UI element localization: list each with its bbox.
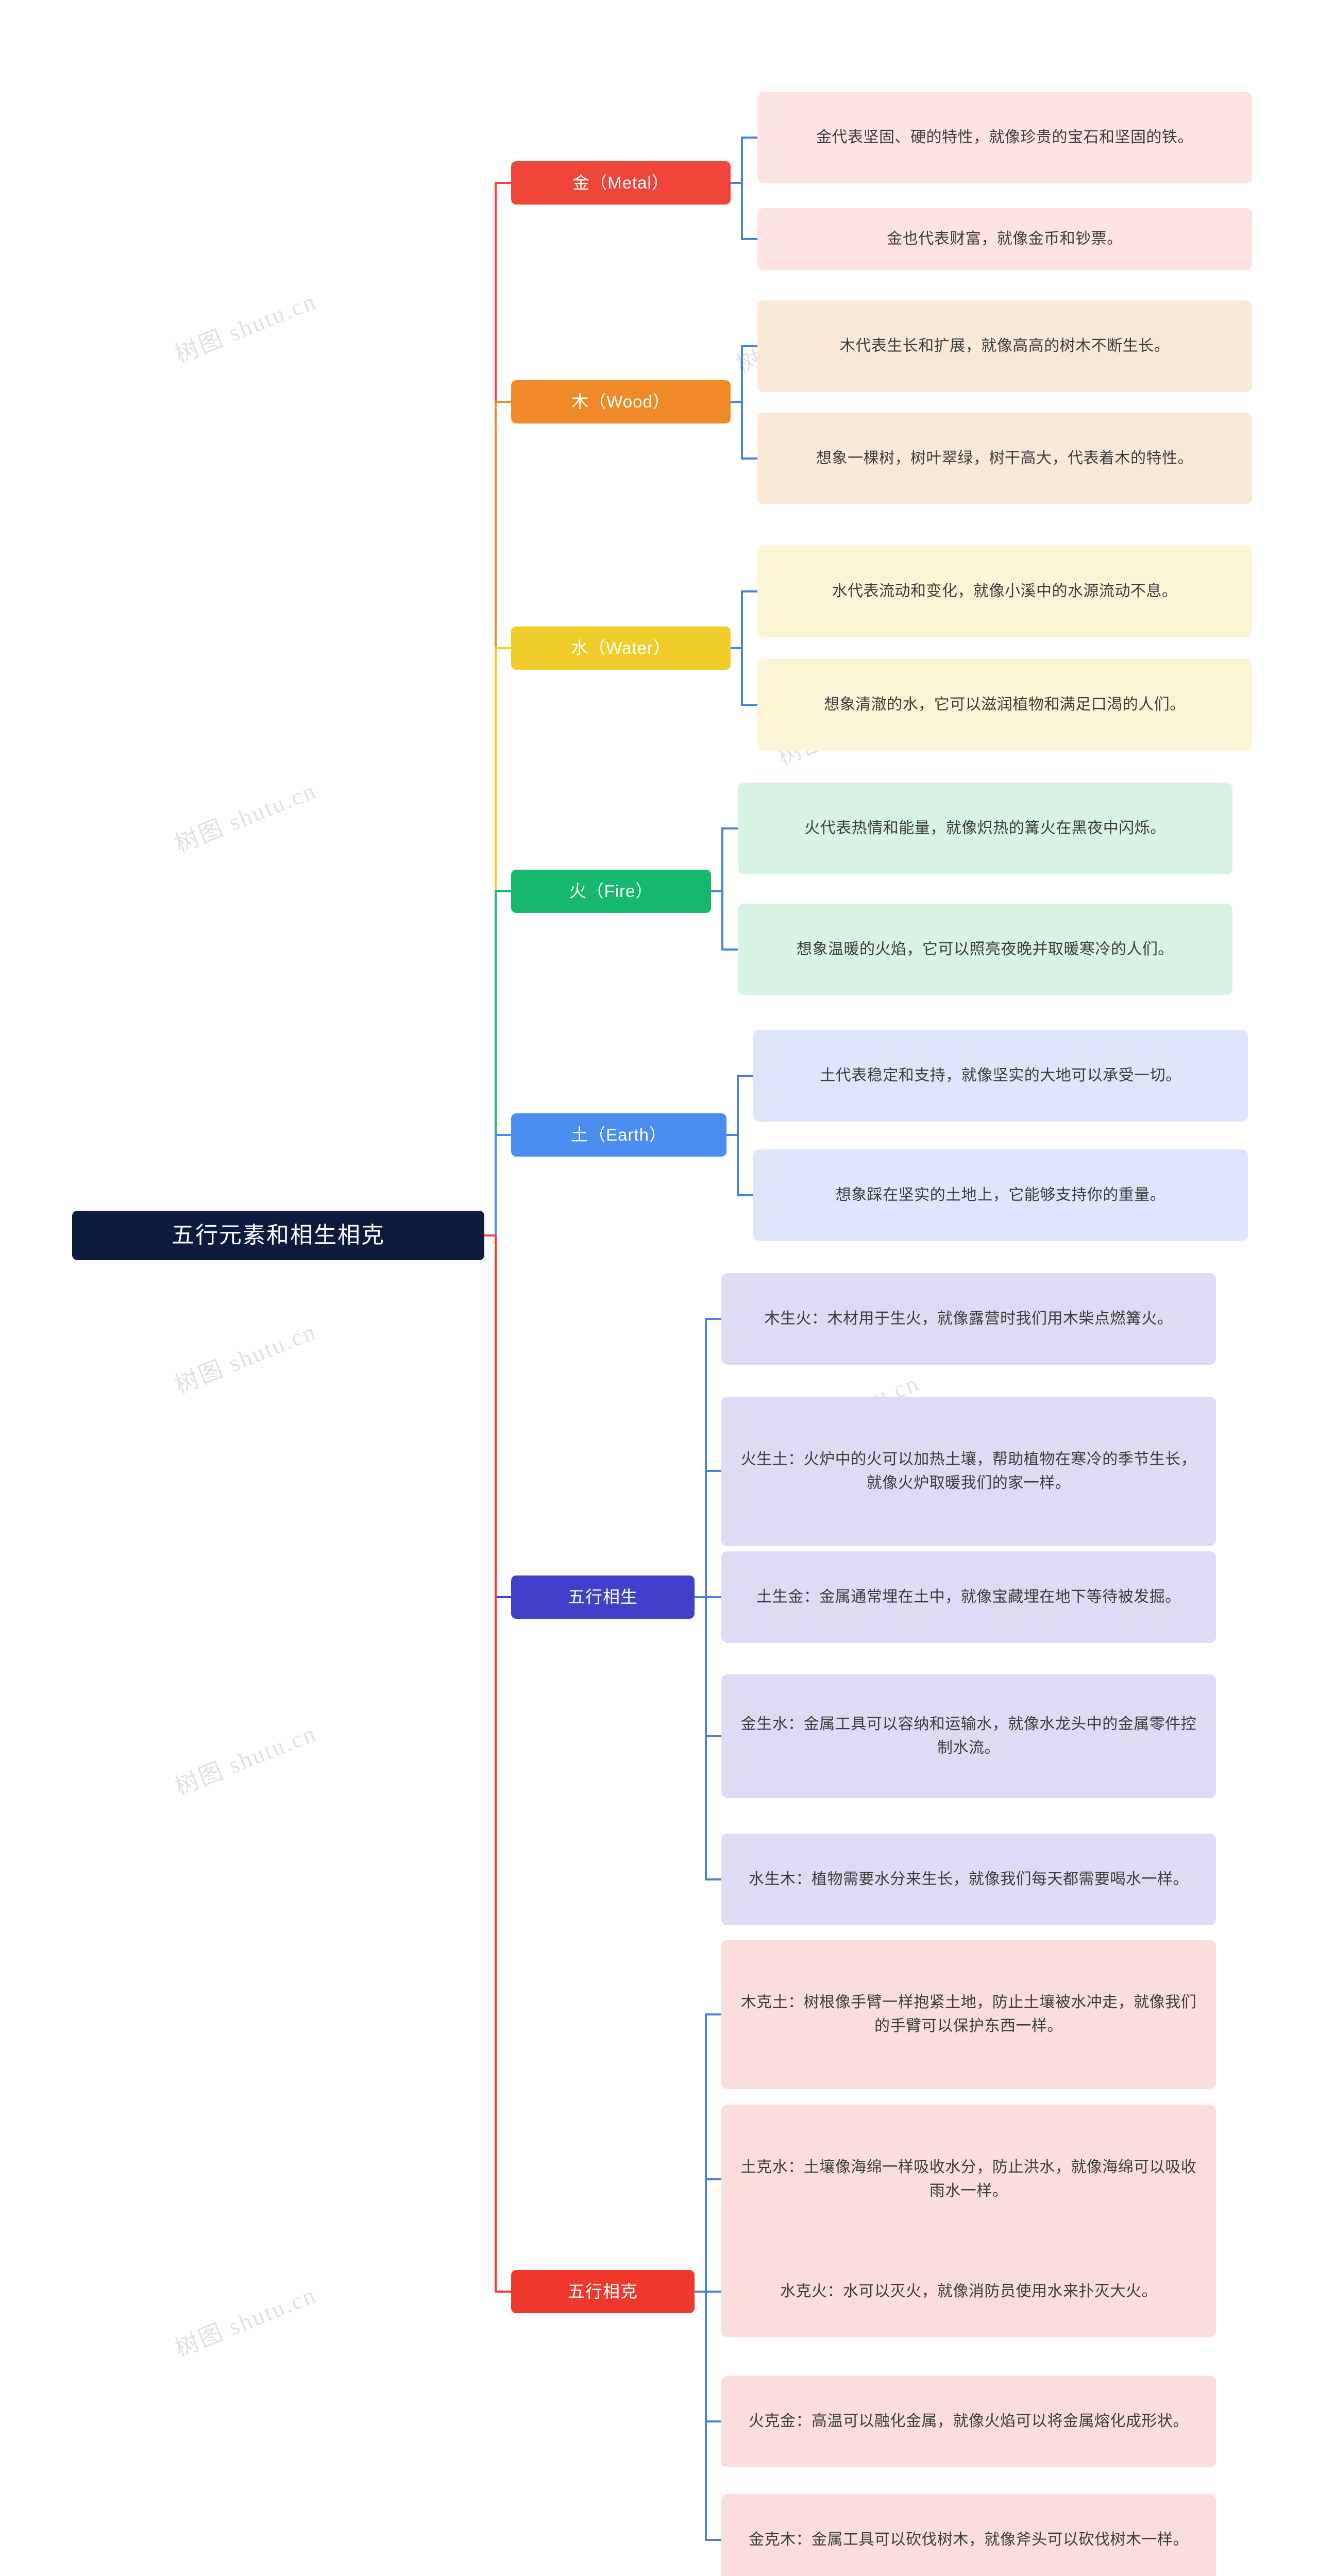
leaf-metal-1[interactable]: 金代表坚固、硬的特性，就像珍贵的宝石和坚固的铁。 [757, 92, 1252, 183]
leaf-water-2[interactable]: 想象清澈的水，它可以滋润植物和满足口渴的人们。 [757, 659, 1252, 751]
watermark: 树图 shutu.cn [171, 287, 320, 368]
leaf-ke-1[interactable]: 木克土：树根像手臂一样抱紧土地，防止土壤被水冲走，就像我们的手臂可以保护东西一样… [721, 1940, 1216, 2089]
leaf-metal-2[interactable]: 金也代表财富，就像金币和钞票。 [757, 208, 1252, 270]
leaf-sheng-3[interactable]: 土生金：金属通常埋在土中，就像宝藏埋在地下等待被发掘。 [721, 1551, 1216, 1643]
branch-water[interactable]: 水（Water） [511, 626, 731, 670]
branch-sheng[interactable]: 五行相生 [511, 1575, 695, 1619]
watermark: 树图 shutu.cn [171, 777, 320, 858]
root-node[interactable]: 五行元素和相生相克 [72, 1211, 484, 1260]
leaf-earth-1[interactable]: 土代表稳定和支持，就像坚实的大地可以承受一切。 [753, 1030, 1248, 1122]
watermark: 树图 shutu.cn [171, 1720, 320, 1801]
watermark: 树图 shutu.cn [171, 2281, 320, 2362]
branch-wood[interactable]: 木（Wood） [511, 380, 731, 423]
leaf-earth-2[interactable]: 想象踩在坚实的土地上，它能够支持你的重量。 [753, 1149, 1248, 1241]
leaf-fire-1[interactable]: 火代表热情和能量，就像炽热的篝火在黑夜中闪烁。 [738, 783, 1232, 874]
branch-ke[interactable]: 五行相克 [511, 2270, 695, 2313]
watermark: 树图 shutu.cn [171, 1318, 320, 1399]
branch-earth[interactable]: 土（Earth） [511, 1113, 726, 1157]
branch-metal[interactable]: 金（Metal） [511, 161, 731, 205]
leaf-sheng-2[interactable]: 火生土：火炉中的火可以加热土壤，帮助植物在寒冷的季节生长，就像火炉取暖我们的家一… [721, 1397, 1216, 1546]
leaf-fire-2[interactable]: 想象温暖的火焰，它可以照亮夜晚并取暖寒冷的人们。 [738, 904, 1232, 995]
leaf-water-1[interactable]: 水代表流动和变化，就像小溪中的水源流动不息。 [757, 546, 1252, 637]
leaf-ke-4[interactable]: 火克金：高温可以融化金属，就像火焰可以将金属熔化成形状。 [721, 2376, 1216, 2467]
leaf-sheng-1[interactable]: 木生火：木材用于生火，就像露营时我们用木柴点燃篝火。 [721, 1273, 1216, 1365]
leaf-wood-2[interactable]: 想象一棵树，树叶翠绿，树干高大，代表着木的特性。 [757, 413, 1252, 504]
branch-fire[interactable]: 火（Fire） [511, 870, 711, 913]
leaf-ke-3[interactable]: 水克火：水可以灭火，就像消防员使用水来扑灭大火。 [721, 2246, 1216, 2337]
leaf-ke-5[interactable]: 金克木：金属工具可以砍伐树木，就像斧头可以砍伐树木一样。 [721, 2494, 1216, 2576]
leaf-wood-1[interactable]: 木代表生长和扩展，就像高高的树木不断生长。 [757, 300, 1252, 392]
leaf-ke-2[interactable]: 土克水：土壤像海绵一样吸收水分，防止洪水，就像海绵可以吸收雨水一样。 [721, 2105, 1216, 2254]
leaf-sheng-5[interactable]: 水生木：植物需要水分来生长，就像我们每天都需要喝水一样。 [721, 1834, 1216, 1925]
leaf-sheng-4[interactable]: 金生水：金属工具可以容纳和运输水，就像水龙头中的金属零件控制水流。 [721, 1674, 1216, 1798]
